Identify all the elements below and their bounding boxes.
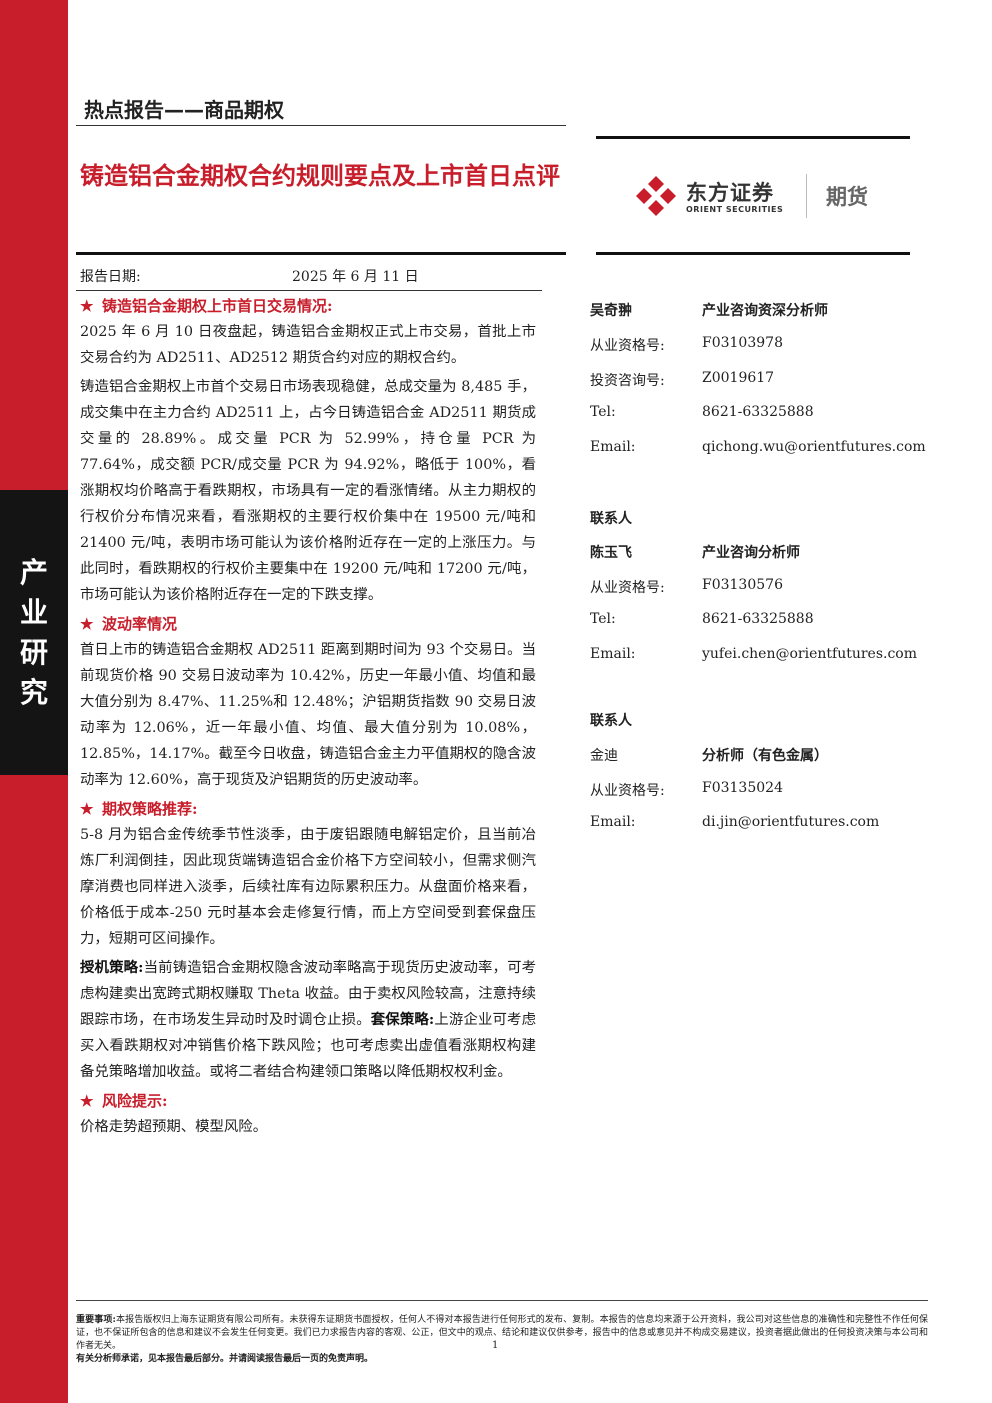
category-badge: 产 业 研 究: [0, 490, 68, 775]
section-heading: ★期权策略推荐:: [80, 796, 536, 822]
strategy-label: 授机策略:: [80, 959, 144, 976]
category-char: 究: [19, 675, 48, 709]
star-icon: ★: [80, 615, 94, 633]
company-logo: 东方证券 ORIENT SECURITIES 期货: [634, 174, 894, 220]
title-divider: [76, 252, 566, 255]
report-date: 报告日期: 2025 年 6 月 11 日: [80, 266, 419, 286]
contact-heading: 联系人: [590, 713, 632, 729]
logo-name-cn: 东方证券: [686, 181, 774, 205]
section-heading: ★风险提示:: [80, 1088, 536, 1114]
category-char: 产: [19, 555, 48, 589]
star-icon: ★: [80, 297, 94, 315]
logo-subtitle: 期货: [826, 185, 868, 209]
right-mid-divider: [596, 252, 910, 255]
strategy-paragraph: 授机策略:当前铸造铝合金期权隐含波动率略高于现货历史波动率，可考虑构建卖出宽跨式…: [80, 959, 536, 1080]
report-series: 热点报告——商品期权: [84, 98, 284, 122]
paragraph: 5-8 月为铝合金传统季节性淡季，由于废铝跟随电解铝定价，且当前冶炼厂利润倒挂，…: [80, 827, 536, 947]
section-heading: ★波动率情况: [80, 611, 536, 637]
disclaimer-text: 本报告版权归上海东证期货有限公司所有。未获得东证期货书面授权，任何人不得对本报告…: [76, 1315, 928, 1351]
star-icon: ★: [80, 1092, 94, 1110]
report-body: ★铸造铝合金期权上市首日交易情况: 2025 年 6 月 10 日夜盘起，铸造铝…: [80, 293, 536, 1143]
report-date-label: 报告日期:: [80, 269, 141, 285]
disclaimer-label: 重要事项:: [76, 1315, 116, 1325]
report-title: 铸造铝合金期权合约规则要点及上市首日点评: [80, 162, 560, 190]
paragraph: 铸造铝合金期权上市首个交易日市场表现稳健，总成交量为 8,485 手，成交集中在…: [80, 379, 536, 603]
disclaimer-bold-line: 有关分析师承诺，见本报告最后部分。并请阅读报告最后一页的免责声明。: [76, 1354, 374, 1364]
report-date-value: 2025 年 6 月 11 日: [292, 269, 419, 285]
paragraph: 价格走势超预期、模型风险。: [80, 1119, 268, 1135]
page-number: 1: [492, 1340, 499, 1351]
right-top-divider: [596, 136, 910, 139]
category-char: 研: [19, 635, 48, 669]
date-divider: [76, 290, 542, 291]
paragraph: 首日上市的铸造铝合金期权 AD2511 距离到期时间为 93 个交易日。当前现货…: [80, 642, 536, 788]
strategy-label: 套保策略:: [370, 1011, 435, 1028]
section-heading: ★铸造铝合金期权上市首日交易情况:: [80, 293, 536, 319]
category-char: 业: [19, 595, 48, 629]
logo-name-en: ORIENT SECURITIES: [686, 205, 784, 214]
star-icon: ★: [80, 800, 94, 818]
footer-divider: [76, 1300, 928, 1301]
disclaimer: 重要事项:本报告版权归上海东证期货有限公司所有。未获得东证期货书面授权，任何人不…: [76, 1314, 928, 1366]
paragraph: 2025 年 6 月 10 日夜盘起，铸造铝合金期权正式上市交易，首批上市交易合…: [80, 324, 536, 366]
series-divider: [76, 125, 566, 126]
logo-divider: [806, 174, 807, 218]
contact-heading: 联系人: [590, 511, 632, 527]
orient-logo-icon: [636, 176, 676, 216]
